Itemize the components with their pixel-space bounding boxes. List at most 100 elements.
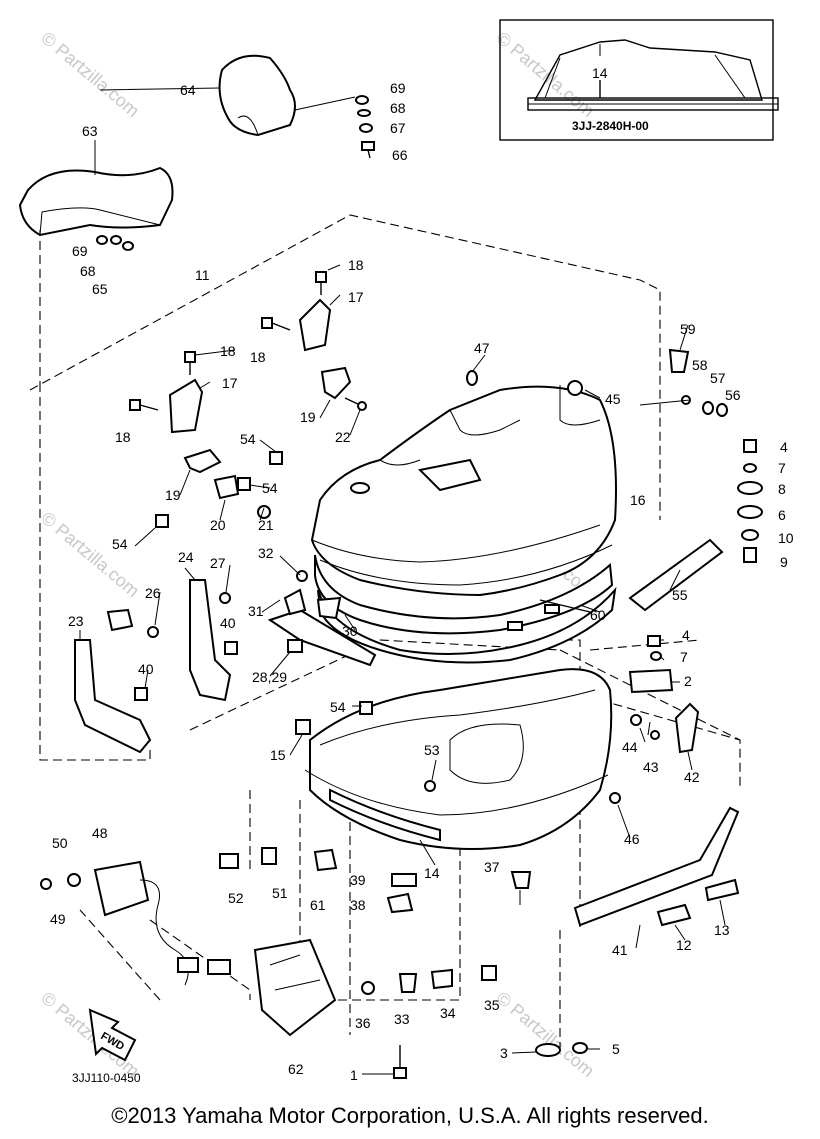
- cushion-64: [218, 54, 296, 137]
- cushion-63: [18, 166, 174, 237]
- fwd-arrow: FWD: [88, 1008, 137, 1062]
- part-label: 61: [310, 897, 326, 913]
- part-label: 3: [500, 1045, 508, 1061]
- part-label: 18: [250, 349, 266, 365]
- leader-lines: [79, 399, 726, 1075]
- part-label: 54: [112, 536, 128, 552]
- copyright-notice: ©2013 Yamaha Motor Corporation, U.S.A. A…: [111, 1103, 709, 1128]
- part-label: 55: [672, 587, 688, 603]
- part-label: 42: [684, 769, 700, 785]
- part-label: 8: [778, 481, 786, 497]
- part-label: 57: [710, 370, 726, 386]
- part-label: 34: [440, 1005, 456, 1021]
- part-label: 65: [92, 281, 108, 297]
- part-label: 18: [220, 343, 236, 359]
- part-label: 4: [780, 439, 788, 455]
- part-label: 36: [355, 1015, 371, 1031]
- part-label: 16: [630, 492, 646, 508]
- part-label: 24: [178, 549, 194, 565]
- part-label: 68: [390, 100, 406, 116]
- part-label: 69: [390, 80, 406, 96]
- inset-box: 14 3JJ-2840H-00: [499, 19, 779, 141]
- part-label: 68: [80, 263, 96, 279]
- part-labels: 64 69 68 67 66 63 69 68 65 11 18 17 18 1…: [50, 80, 794, 1083]
- part-label: 51: [272, 885, 288, 901]
- part-label: 20: [210, 517, 226, 533]
- part-label: 40: [138, 661, 154, 677]
- part-label: 50: [52, 835, 68, 851]
- part-label: 41: [612, 942, 628, 958]
- part-label: 5: [612, 1041, 620, 1057]
- fastener-stack: [294, 95, 375, 159]
- part-label: 7: [778, 460, 786, 476]
- part-label: 9: [780, 554, 788, 570]
- watermark: © Partzilla.com: [37, 508, 143, 601]
- part-label: 31: [248, 603, 264, 619]
- part-label: 40: [220, 615, 236, 631]
- part-label: 18: [115, 429, 131, 445]
- watermark: © Partzilla.com: [37, 988, 143, 1081]
- part-label: 2: [684, 673, 692, 689]
- part-label: 1: [350, 1067, 358, 1083]
- part-label: 69: [72, 243, 88, 259]
- part-label: 18: [348, 257, 364, 273]
- part-label: 46: [624, 831, 640, 847]
- part-label: 19: [300, 409, 316, 425]
- part-label: 19: [165, 487, 181, 503]
- part-label: 43: [643, 759, 659, 775]
- part-label: 27: [210, 555, 226, 571]
- part-label: 62: [288, 1061, 304, 1077]
- part-label: 53: [424, 742, 440, 758]
- part-label: 60: [590, 607, 606, 623]
- part-label: 17: [348, 289, 364, 305]
- part-label: 66: [392, 147, 408, 163]
- part-label: 28,29: [252, 669, 287, 685]
- watermark: © Partzilla.com: [492, 988, 598, 1081]
- part-label: 48: [92, 825, 108, 841]
- part-label: 64: [180, 82, 196, 98]
- part-label: 47: [474, 340, 490, 356]
- part-label: 58: [692, 357, 708, 373]
- part-label: 54: [330, 699, 346, 715]
- upper-lid: [310, 385, 617, 664]
- part-label: 26: [145, 585, 161, 601]
- part-label: 14: [424, 865, 440, 881]
- part-label: 44: [622, 739, 638, 755]
- part-label: 37: [484, 859, 500, 875]
- part-label: 63: [82, 123, 98, 139]
- part-label: 38: [350, 897, 366, 913]
- part-label: 35: [484, 997, 500, 1013]
- part-label: 17: [222, 375, 238, 391]
- watermark: © Partzilla.com: [492, 28, 598, 121]
- assembly-frame: [29, 214, 741, 1050]
- part-label: 6: [778, 507, 786, 523]
- part-label: 10: [778, 530, 794, 546]
- part-label: 13: [714, 922, 730, 938]
- part-label: 45: [605, 391, 621, 407]
- part-label: 39: [350, 872, 366, 888]
- watermark: © Partzilla.com: [37, 28, 143, 121]
- part-label: 56: [725, 387, 741, 403]
- part-label: 11: [195, 267, 210, 283]
- part-label: 52: [228, 890, 244, 906]
- part-label: 32: [258, 545, 274, 561]
- part-label: 30: [342, 623, 358, 639]
- part-label: 7: [680, 649, 688, 665]
- part-label: 54: [240, 431, 256, 447]
- part-label: 21: [258, 517, 274, 533]
- figure-code: 3JJ110-0450: [72, 1071, 141, 1085]
- inset-part-label: 14: [592, 65, 608, 81]
- part-label: 59: [680, 321, 696, 337]
- part-label: 12: [676, 937, 692, 953]
- part-label: 67: [390, 120, 406, 136]
- part-label: 49: [50, 911, 66, 927]
- part-label: 4: [682, 627, 690, 643]
- inset-part-code: 3JJ-2840H-00: [572, 119, 649, 133]
- part-label: 22: [335, 429, 351, 445]
- part-label: 33: [394, 1011, 410, 1027]
- part-label: 23: [68, 613, 84, 629]
- lower-case: [304, 668, 613, 850]
- small-parts: [40, 87, 763, 1079]
- part-label: 15: [270, 747, 286, 763]
